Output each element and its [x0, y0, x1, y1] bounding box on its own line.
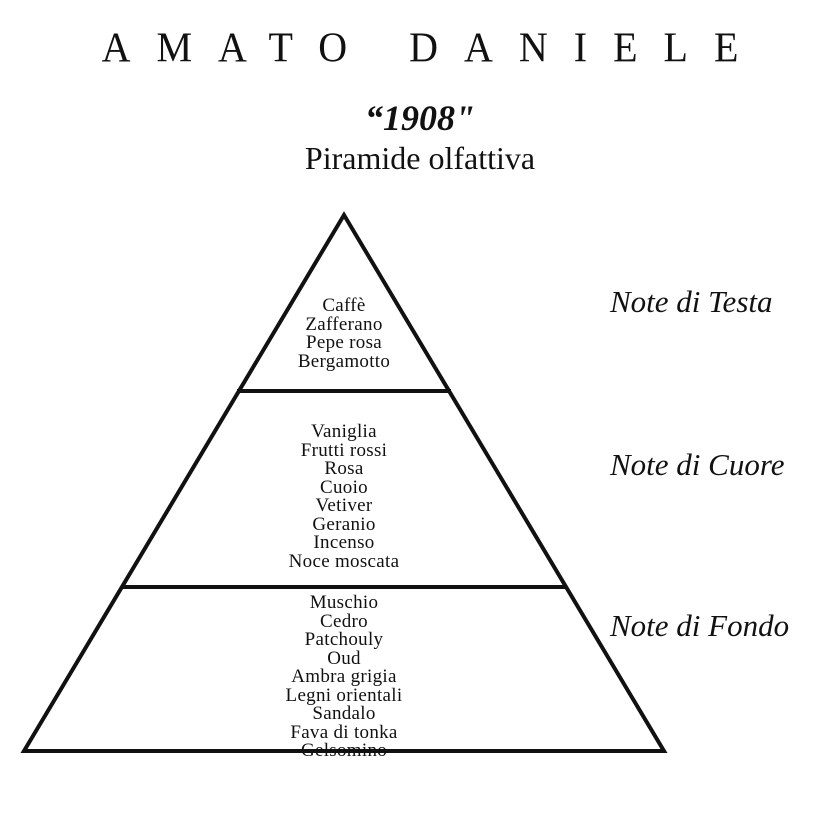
brand-title: AMATO DANIELE — [101, 23, 765, 72]
note-item: Cuoio — [320, 476, 368, 498]
note-item: Rosa — [324, 458, 364, 479]
note-item: Bergamotto — [297, 350, 391, 372]
note-item: Legni orientali — [285, 684, 403, 706]
note-item: Vaniglia — [311, 421, 377, 442]
heart-notes-list: Vaniglia Frutti rossi Rosa Cuoio Vetiver… — [204, 421, 484, 572]
note-item: Fava di tonka — [290, 721, 398, 743]
note-item: Patchouly — [304, 629, 384, 650]
base-notes-list: Muschio Cedro Patchouly Oud Ambra grigia… — [204, 592, 484, 761]
note-item: Caffè — [322, 295, 366, 316]
note-item: Frutti rossi — [300, 439, 388, 461]
note-item: Sandalo — [312, 703, 376, 724]
heart-notes-label: Note di Cuore — [610, 447, 785, 482]
note-item: Zafferano — [305, 313, 383, 335]
product-name: “1908" — [365, 98, 475, 138]
note-item: Vetiver — [315, 495, 373, 516]
note-item: Oud — [327, 647, 361, 669]
top-notes-list: Caffè Zafferano Pepe rosa Bergamotto — [204, 295, 484, 372]
note-item: Cedro — [320, 610, 368, 632]
note-item: Pepe rosa — [305, 332, 383, 353]
base-notes-label: Note di Fondo — [610, 608, 790, 643]
pyramid-outline — [20, 211, 668, 753]
note-item: Geranio — [312, 513, 376, 535]
note-item: Gelsomino — [300, 740, 388, 761]
note-item: Ambra grigia — [291, 666, 397, 687]
top-notes-label: Note di Testa — [610, 284, 773, 319]
note-item: Muschio — [309, 592, 379, 613]
note-item: Noce moscata — [288, 550, 400, 572]
page-subtitle: Piramide olfattiva — [304, 140, 536, 176]
note-item: Incenso — [313, 532, 375, 553]
